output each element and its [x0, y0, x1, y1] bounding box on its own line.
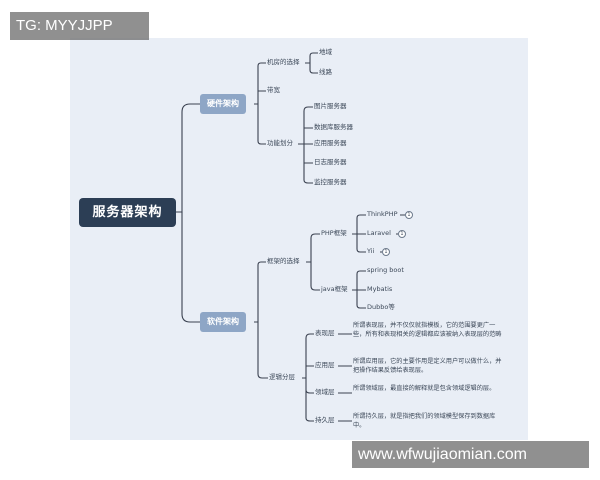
node-java-mybatis[interactable]: Mybatis [367, 285, 393, 293]
note-badge-icon[interactable]: 1 [382, 248, 390, 256]
link-software-subs [254, 261, 268, 379]
node-func-image[interactable]: 图片服务器 [314, 102, 347, 110]
node-layer-persistence[interactable]: 持久层 [315, 416, 335, 424]
node-room[interactable]: 机房的选择 [267, 58, 300, 66]
node-layers[interactable]: 逻辑分层 [269, 373, 295, 381]
mindmap-canvas [70, 38, 528, 440]
node-func-log[interactable]: 日志服务器 [314, 158, 347, 166]
watermark-bottom-right: www.wfwujiaomian.com [352, 441, 589, 468]
node-java[interactable]: java框架 [321, 285, 348, 293]
node-php-laravel[interactable]: Laravel [367, 229, 391, 237]
layer-desc-application: 所谓应用层，它的主要作用是定义用户可以做什么，并把操作结果反馈给表现层。 [353, 358, 502, 374]
note-badge-icon[interactable]: 1 [398, 230, 406, 238]
link-layer-desc [338, 333, 352, 422]
node-room-line[interactable]: 线路 [319, 68, 332, 76]
link-framework-langs [306, 233, 320, 291]
node-hardware[interactable]: 硬件架构 [200, 94, 246, 114]
layer-desc-persistence: 所谓持久层，就是指把我们的领域模型保存到数据库中。 [353, 413, 496, 429]
node-php-thinkphp[interactable]: ThinkPHP [367, 210, 398, 218]
link-java-children [352, 270, 366, 309]
link-php-badges [380, 214, 405, 253]
node-bandwidth[interactable]: 带宽 [267, 86, 280, 94]
node-func-db[interactable]: 数据库服务器 [314, 123, 353, 131]
node-func-app[interactable]: 应用服务器 [314, 139, 347, 147]
link-func-children [298, 106, 313, 184]
link-hardware-subs [254, 62, 266, 145]
node-layer-presentation[interactable]: 表现层 [315, 329, 335, 337]
layer-desc-presentation: 所谓表现层，并不仅仅就指模板，它的范围要更广一些，所有和表现相关的逻辑都应该被纳… [353, 322, 502, 338]
node-room-region[interactable]: 地域 [319, 48, 332, 56]
link-php-children [352, 214, 366, 253]
watermark-top-left: TG: MYYJJPP [10, 12, 149, 40]
node-layer-application[interactable]: 应用层 [315, 361, 335, 369]
link-layers-children [302, 333, 314, 422]
layer-desc-domain: 所谓领域层，最直接的解释就是包含领域逻辑的层。 [353, 385, 496, 392]
node-framework[interactable]: 框架的选择 [267, 257, 300, 265]
node-java-springboot[interactable]: spring boot [367, 266, 404, 274]
root-node[interactable]: 服务器架构 [79, 198, 176, 227]
link-root-hardware [176, 103, 200, 213]
note-badge-icon[interactable]: 1 [405, 211, 413, 219]
node-layer-domain[interactable]: 领域层 [315, 388, 335, 396]
link-room-children [305, 52, 318, 74]
node-software[interactable]: 软件架构 [200, 312, 246, 332]
link-root-software [181, 212, 200, 323]
node-java-dubbo[interactable]: Dubbo等 [367, 303, 395, 311]
node-php-yii[interactable]: Yii [367, 247, 375, 255]
node-php[interactable]: PHP框架 [321, 229, 347, 237]
node-func[interactable]: 功能划分 [267, 139, 293, 147]
node-func-monitor[interactable]: 监控服务器 [314, 178, 347, 186]
